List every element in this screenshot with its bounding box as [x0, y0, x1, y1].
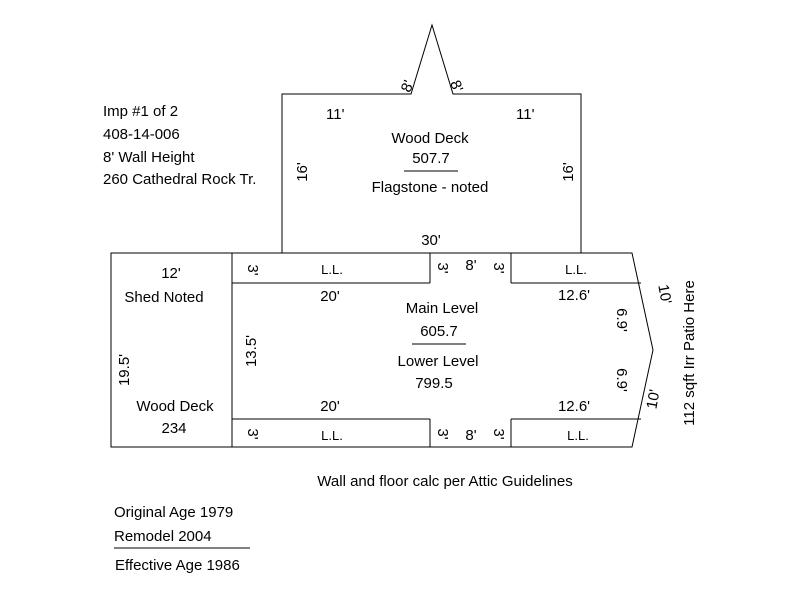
top-mid-8-dim: 8' [465, 257, 476, 274]
ages-block: Original Age 1979 Remodel 2004 Effective… [114, 504, 250, 574]
upper-deck-area: 507.7 [412, 150, 450, 167]
shed-deck-label: Wood Deck [136, 398, 214, 415]
wall-height: 8' Wall Height [103, 149, 195, 166]
bottom-left-3-dim: 3' [244, 428, 261, 439]
remodel-year: Remodel 2004 [114, 528, 212, 545]
address: 260 Cathedral Rock Tr. [103, 171, 256, 188]
shed-section: 12' Shed Noted 19.5' Wood Deck 234 [110, 252, 233, 448]
upper-deck: 11' 11' 8' 8' 16' 16' Wood Deck 507.7 Fl… [281, 23, 582, 253]
main-right-upper-69-dim: 6.9' [613, 308, 630, 332]
lower-level-label: Lower Level [398, 353, 479, 370]
imp-label: Imp #1 of 2 [103, 103, 178, 120]
upper-deck-top-left-dim: 11' [326, 106, 345, 123]
lower-level-area: 799.5 [415, 375, 453, 392]
upper-deck-note: Flagstone - noted [372, 179, 489, 196]
main-level-section: 3' L.L. 3' 8' 3' L.L. 20' 12.6' 13.5' 6.… [232, 252, 675, 448]
main-level-label: Main Level [406, 300, 479, 317]
main-level-outline [232, 252, 654, 448]
upper-deck-left-dim: 16' [294, 162, 311, 182]
info-block: Imp #1 of 2 408-14-006 8' Wall Height 26… [103, 103, 256, 188]
ll-label-top-left: L.L. [321, 262, 343, 277]
bottom-mid-right-3-dim: 3' [490, 428, 507, 439]
upper-deck-right-dim: 16' [560, 162, 577, 182]
bottom-mid-8-dim: 8' [465, 427, 476, 444]
upper-deck-label: Wood Deck [391, 130, 469, 147]
effective-age: Effective Age 1986 [115, 557, 240, 574]
main-top-20-dim: 20' [320, 288, 340, 305]
upper-deck-top-right-dim: 11' [516, 106, 535, 123]
bay-upper-10-dim: 10' [654, 283, 674, 305]
upper-deck-outline [281, 23, 582, 253]
patio-note: 112 sqft Irr Patio Here [681, 280, 698, 426]
original-age: Original Age 1979 [114, 504, 233, 521]
ll-label-top-right: L.L. [565, 262, 587, 277]
main-top-126-dim: 12.6' [558, 287, 590, 304]
main-bottom-20-dim: 20' [320, 398, 340, 415]
top-mid-left-3-dim: 3' [434, 262, 451, 273]
main-right-lower-69-dim: 6.9' [613, 368, 630, 392]
shed-outline [110, 252, 233, 448]
ll-label-bottom-right: L.L. [567, 428, 589, 443]
shed-label: Shed Noted [124, 289, 203, 306]
top-mid-right-3-dim: 3' [490, 262, 507, 273]
ll-label-bottom-left: L.L. [321, 428, 343, 443]
bottom-mid-left-3-dim: 3' [434, 428, 451, 439]
main-bottom-126-dim: 12.6' [558, 398, 590, 415]
attic-guidelines-note: Wall and floor calc per Attic Guidelines [317, 473, 572, 490]
parcel-number: 408-14-006 [103, 126, 180, 143]
upper-deck-bottom-dim: 30' [421, 232, 441, 249]
shed-top-dim: 12' [161, 265, 181, 282]
bay-lower-10-dim: 10' [643, 388, 663, 410]
top-left-3-dim: 3' [244, 264, 261, 275]
shed-deck-area: 234 [161, 420, 186, 437]
main-level-area: 605.7 [420, 323, 458, 340]
shed-left-dim: 19.5' [116, 354, 133, 386]
main-left-135-dim: 13.5' [243, 335, 260, 367]
